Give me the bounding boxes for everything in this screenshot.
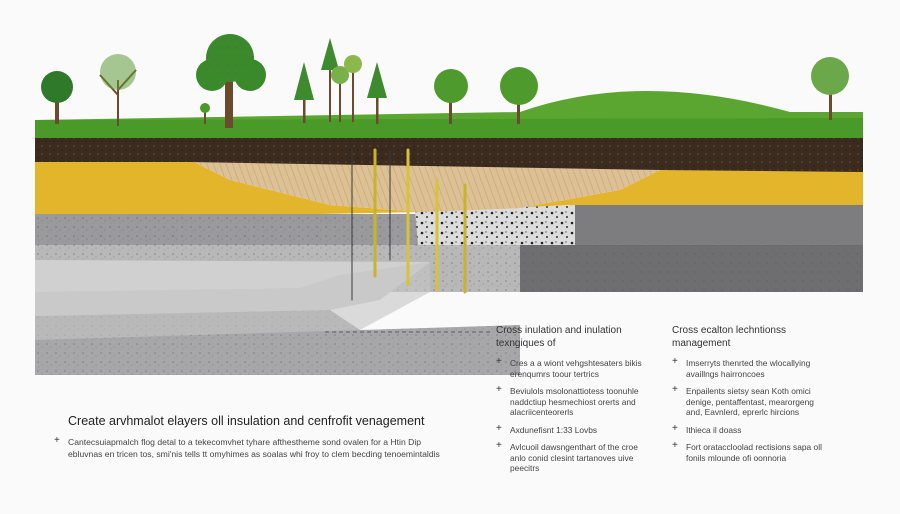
list-item-text: Enpailents sietsy sean Koth omici denige… [686,386,814,417]
bullet-mark: + [672,440,678,451]
tree-broad-1 [434,69,468,124]
grass-strip [35,118,863,138]
list-item: + Ithieca il doass [672,422,832,436]
bullet-mark: + [496,384,502,395]
bullet-mark: + [496,440,502,451]
tree-sapling [200,103,210,124]
list-item-text: Fort orataccloolad rectisions sapa oll f… [686,442,822,463]
list-item-text: Beviulols msolonattiotess toonuhle naddc… [510,386,639,417]
column-management: Cross ecalton lechntionss management + Im… [672,324,832,470]
list-item: + Cres a a wiont vehgshtesaters bikis ere… [496,356,656,379]
tree-slim [344,55,362,122]
bullet-mark: + [672,356,678,367]
bullet-list: + Cres a a wiont vehgshtesaters bikis ere… [496,356,656,474]
tree-conifer-3 [367,62,387,124]
list-item-text: Axdunefisnt 1:33 Lovbs [510,424,598,435]
bullet-mark: + [54,435,60,446]
tree-right [811,57,849,120]
sand-texture [190,160,660,212]
list-item: + Axdunefisnt 1:33 Lovbs [496,422,656,436]
main-description-text: Cantecsuiapmalch flog detal to a tekecom… [68,437,440,459]
list-item: + Beviulols msolonattiotess toonuhle nadd… [496,384,656,418]
list-item-text: Cres a a wiont vehgshtesaters bikis eren… [510,358,642,379]
bullet-mark: + [672,384,678,395]
list-item-text: Ithieca il doass [686,424,742,435]
column-heading: Cross inulation and inulation texngiques… [496,325,622,349]
tree-large-oak [196,34,266,128]
main-description: + Cantecsuiapmalch flog detal to a tekec… [54,435,448,460]
list-item: + Avlcuoil dawsngenthart of the croe anlo… [496,440,656,474]
list-item: + Imserryts thenrted the wlocallying avai… [672,356,832,379]
bullet-mark: + [672,422,678,434]
transition-zone [35,262,430,340]
list-item-text: Avlcuoil dawsngenthart of the croe anlo … [510,442,638,473]
tree-conifer-2 [321,38,339,122]
list-item: + Fort orataccloolad rectisions sapa oll … [672,440,832,463]
bullet-list: + Imserryts thenrted the wlocallying avai… [672,356,832,463]
list-item: + Enpailents sietsy sean Koth omici denig… [672,384,832,418]
list-item-text: Imserryts thenrted the wlocallying avail… [686,358,811,379]
tree-broad-2 [500,67,538,124]
tree-conifer-1 [294,62,314,123]
gravel-fill [415,205,575,245]
concrete-layer [570,205,863,245]
tree-round-small [41,71,73,124]
column-heading: Cross ecalton lechntionss management [672,325,786,349]
bullet-mark: + [496,356,502,367]
bullet-mark: + [496,422,502,434]
tree-bare [99,54,137,126]
clay-layer [35,160,863,214]
tree-thin [331,66,349,122]
column-insulation: Cross inulation and inulation texngiques… [496,324,656,481]
main-heading: Create arvhmalot elayers oll insulation … [68,414,425,428]
topsoil-texture [35,133,863,172]
probe-pipes [351,148,467,301]
